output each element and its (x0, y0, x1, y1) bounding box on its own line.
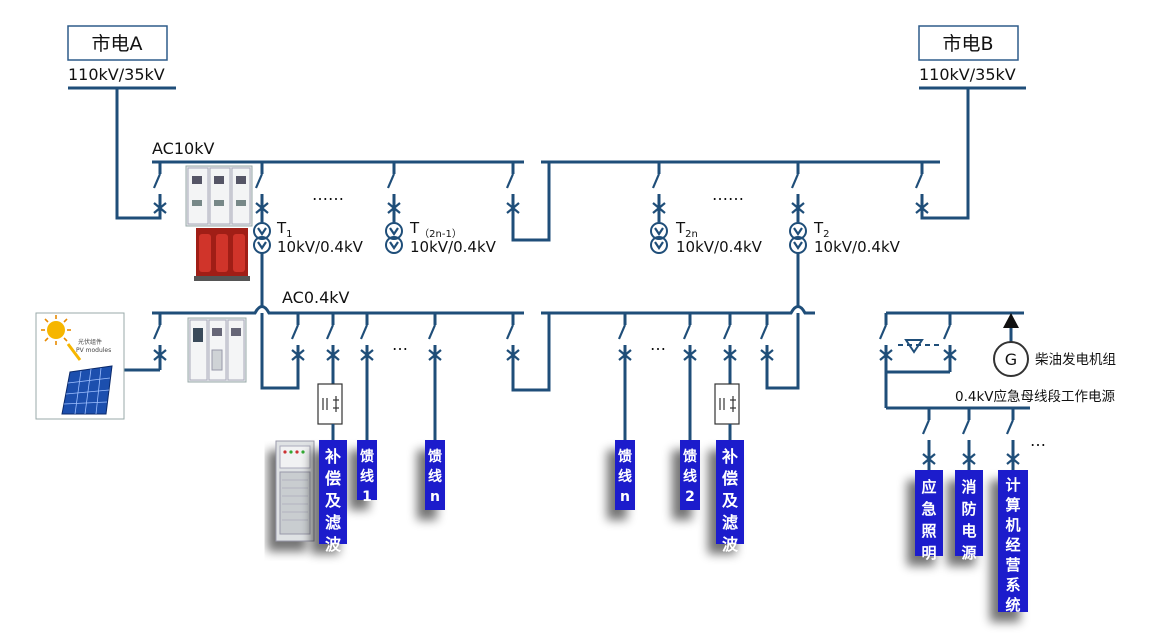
feeder-label-6: 应急照明 (921, 478, 936, 562)
generator-arrow-icon (1003, 313, 1019, 328)
hv-switch-incomer-b (914, 162, 929, 214)
feeder-box-compensation-left (319, 440, 347, 544)
source-b-label: 市电B (942, 33, 993, 55)
capacitor-symbol-left (317, 383, 343, 440)
transformer-t2n-1-rating: 10kV/0.4kV (410, 238, 497, 256)
lv-switchgear-image (187, 317, 247, 383)
emergency-switch-computer (1005, 408, 1020, 470)
transformer-t2n (650, 222, 668, 254)
source-a-box (67, 25, 168, 61)
emergency-dots: … (1030, 431, 1046, 450)
feeder-box-n-left (425, 440, 445, 510)
feeder-label-0: 补偿及滤波 (324, 447, 342, 554)
hv-switch-incomer-a (152, 162, 167, 218)
transformer-image (194, 228, 250, 281)
transformer-t2n-rating: 10kV/0.4kV (676, 238, 763, 256)
lv-switch-comp-1 (325, 313, 340, 384)
transformer-t1-name: T1 (276, 219, 293, 240)
lv-dots-left: … (392, 335, 408, 354)
feeder-box-computer (998, 470, 1028, 612)
capacitor-symbol-right (714, 383, 740, 440)
lv-dots-right: … (650, 335, 666, 354)
lv-switch-feeder-n-left (427, 313, 442, 440)
ats-symbol (898, 339, 940, 354)
feeder-boxes (319, 440, 1028, 612)
source-b-box (918, 25, 1019, 61)
hv-switch-t2n-1 (386, 162, 401, 222)
hv-switchgear-image (185, 165, 253, 227)
lv-switch-feeder-n-right (617, 313, 632, 440)
ac04kv-bus-left (152, 305, 524, 315)
lv-left-loop (260, 313, 300, 390)
source-b-voltage: 110kV/35kV (919, 65, 1016, 84)
transformer-t2-name: T2 (813, 219, 830, 240)
emergency-switch-left (878, 313, 893, 408)
feeder-label-8: 计算机经营系统 (1005, 476, 1020, 614)
lv-switch-feeder-1 (359, 313, 374, 440)
transformer-t2n-1-name: T（2n-1） (409, 219, 462, 240)
lv-bus-tie (505, 313, 551, 392)
ac10kv-label: AC10kV (152, 139, 214, 158)
feeder-label-5: 补偿及滤波 (721, 447, 739, 554)
lv-switch-comp-2 (722, 313, 737, 384)
transformer-t2 (789, 222, 807, 254)
generator-label: 柴油发电机组 (1035, 352, 1116, 368)
transformer-t2-rating: 10kV/0.4kV (814, 238, 901, 256)
source-a-voltage: 110kV/35kV (68, 65, 165, 84)
hv-switch-t2 (790, 162, 805, 222)
transformer-t2n-name: T2n (675, 219, 698, 240)
hv-ellipsis-right: …… (712, 185, 744, 204)
hv-switch-t2n (651, 162, 666, 222)
lv-switch-loop-left (290, 313, 305, 370)
generator-icon (993, 341, 1029, 377)
lv-switch-feeder-2 (682, 313, 697, 440)
transformer-t1-rating: 10kV/0.4kV (277, 238, 364, 256)
hv-switch-t1 (254, 162, 269, 222)
ac04kv-bus-right (541, 305, 815, 315)
hv-bus-tie-left (505, 162, 551, 242)
feeder-box-1 (357, 440, 377, 500)
emergency-switch-fire (961, 408, 976, 470)
compensation-cabinet-image (275, 440, 315, 542)
pv-label-en: PV modules (76, 347, 111, 354)
emergency-bus-label: 0.4kV应急母线段工作电源 (955, 388, 1116, 405)
feeder-label-7: 消防电源 (961, 478, 976, 562)
source-a-label: 市电A (92, 33, 143, 55)
emergency-switch-right (942, 313, 957, 372)
pv-module-image: 光伏组件 PV modules (35, 312, 125, 420)
feeder-box-fire (955, 470, 983, 556)
lv-switch-loop-right (759, 313, 800, 390)
transformer-t1 (253, 222, 271, 254)
generator-symbol: G (1005, 350, 1017, 369)
feeder-box-2 (680, 440, 700, 510)
sun-icon (47, 321, 65, 339)
feeder-box-n-right (615, 440, 635, 510)
transformer-t2n-1 (385, 222, 403, 254)
ac04kv-label: AC0.4kV (282, 288, 350, 307)
emergency-switch-lighting (921, 408, 936, 470)
feeder-box-lighting (915, 470, 943, 556)
feeder-box-compensation-right (716, 440, 744, 544)
pv-label-cn: 光伏组件 (78, 338, 102, 346)
hv-ellipsis-left: …… (312, 185, 344, 204)
incomer-b-line (920, 88, 970, 220)
